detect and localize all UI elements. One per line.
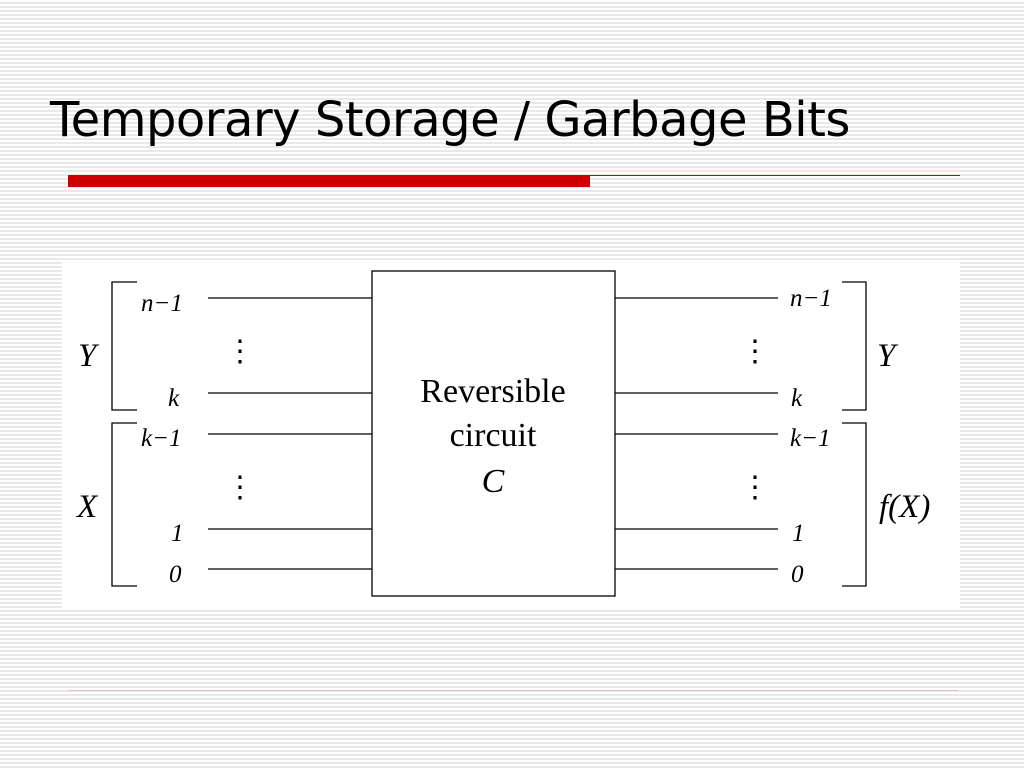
right-group-label-fx: f(X) xyxy=(879,489,930,525)
right-wire-label-k-1: k−1 xyxy=(790,425,830,452)
left-wire-label-k-1: k−1 xyxy=(141,425,181,452)
slide-title: Temporary Storage / Garbage Bits xyxy=(50,92,850,148)
title-underline-thick xyxy=(68,175,590,187)
left-wire-label-1: 1 xyxy=(171,520,184,547)
left-group-label-y: Y xyxy=(78,338,100,374)
right-ellipsis-fx: ⋮ xyxy=(740,471,770,504)
right-bracket-fx xyxy=(842,422,867,587)
right-wire-label-1: 1 xyxy=(792,520,805,547)
left-wire-label-n-1: n−1 xyxy=(141,290,183,317)
left-wire-label-k: k xyxy=(168,385,180,412)
right-group-label-y: Y xyxy=(877,338,899,374)
right-wire-label-n-1: n−1 xyxy=(790,285,832,312)
left-bracket-y xyxy=(111,281,137,411)
right-wire-label-0: 0 xyxy=(791,561,804,588)
left-ellipsis-y: ⋮ xyxy=(225,335,255,368)
left-group-label-x: X xyxy=(75,489,99,525)
right-bracket-y xyxy=(842,281,867,411)
box-label-line2: circuit xyxy=(450,417,537,454)
left-ellipsis-x: ⋮ xyxy=(225,471,255,504)
box-label-line1: Reversible xyxy=(420,373,565,410)
left-bracket-x xyxy=(111,422,137,587)
left-wire-label-0: 0 xyxy=(169,561,182,588)
right-ellipsis-y: ⋮ xyxy=(740,335,770,368)
box-label-line3: C xyxy=(482,463,505,500)
title-underline-thin xyxy=(590,175,960,176)
right-wire-label-k: k xyxy=(791,385,803,412)
footer-rule xyxy=(68,690,958,691)
